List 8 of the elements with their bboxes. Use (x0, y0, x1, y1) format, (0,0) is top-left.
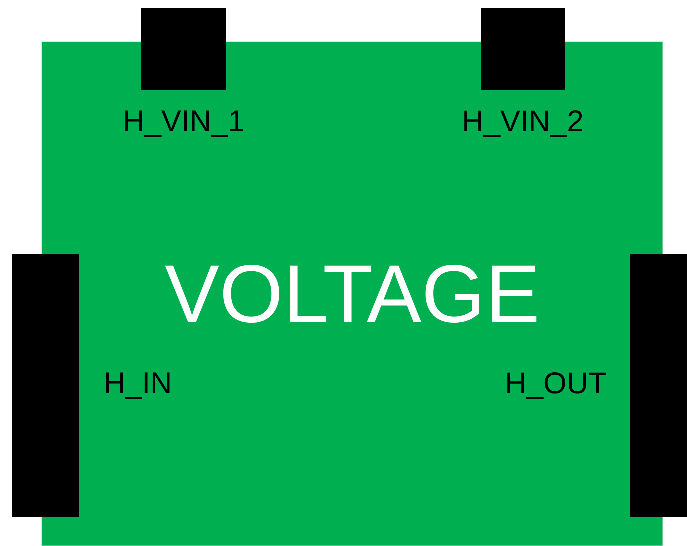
header-label: H_IN (106, 372, 170, 400)
header-block (12, 254, 79, 517)
header-label: H_VIN_1 (126, 110, 244, 138)
header-block (630, 254, 687, 517)
header-label: H_OUT (508, 372, 606, 400)
header-label: H_VIN_2 (464, 110, 582, 138)
header-block (141, 8, 226, 90)
header-block (481, 8, 565, 90)
